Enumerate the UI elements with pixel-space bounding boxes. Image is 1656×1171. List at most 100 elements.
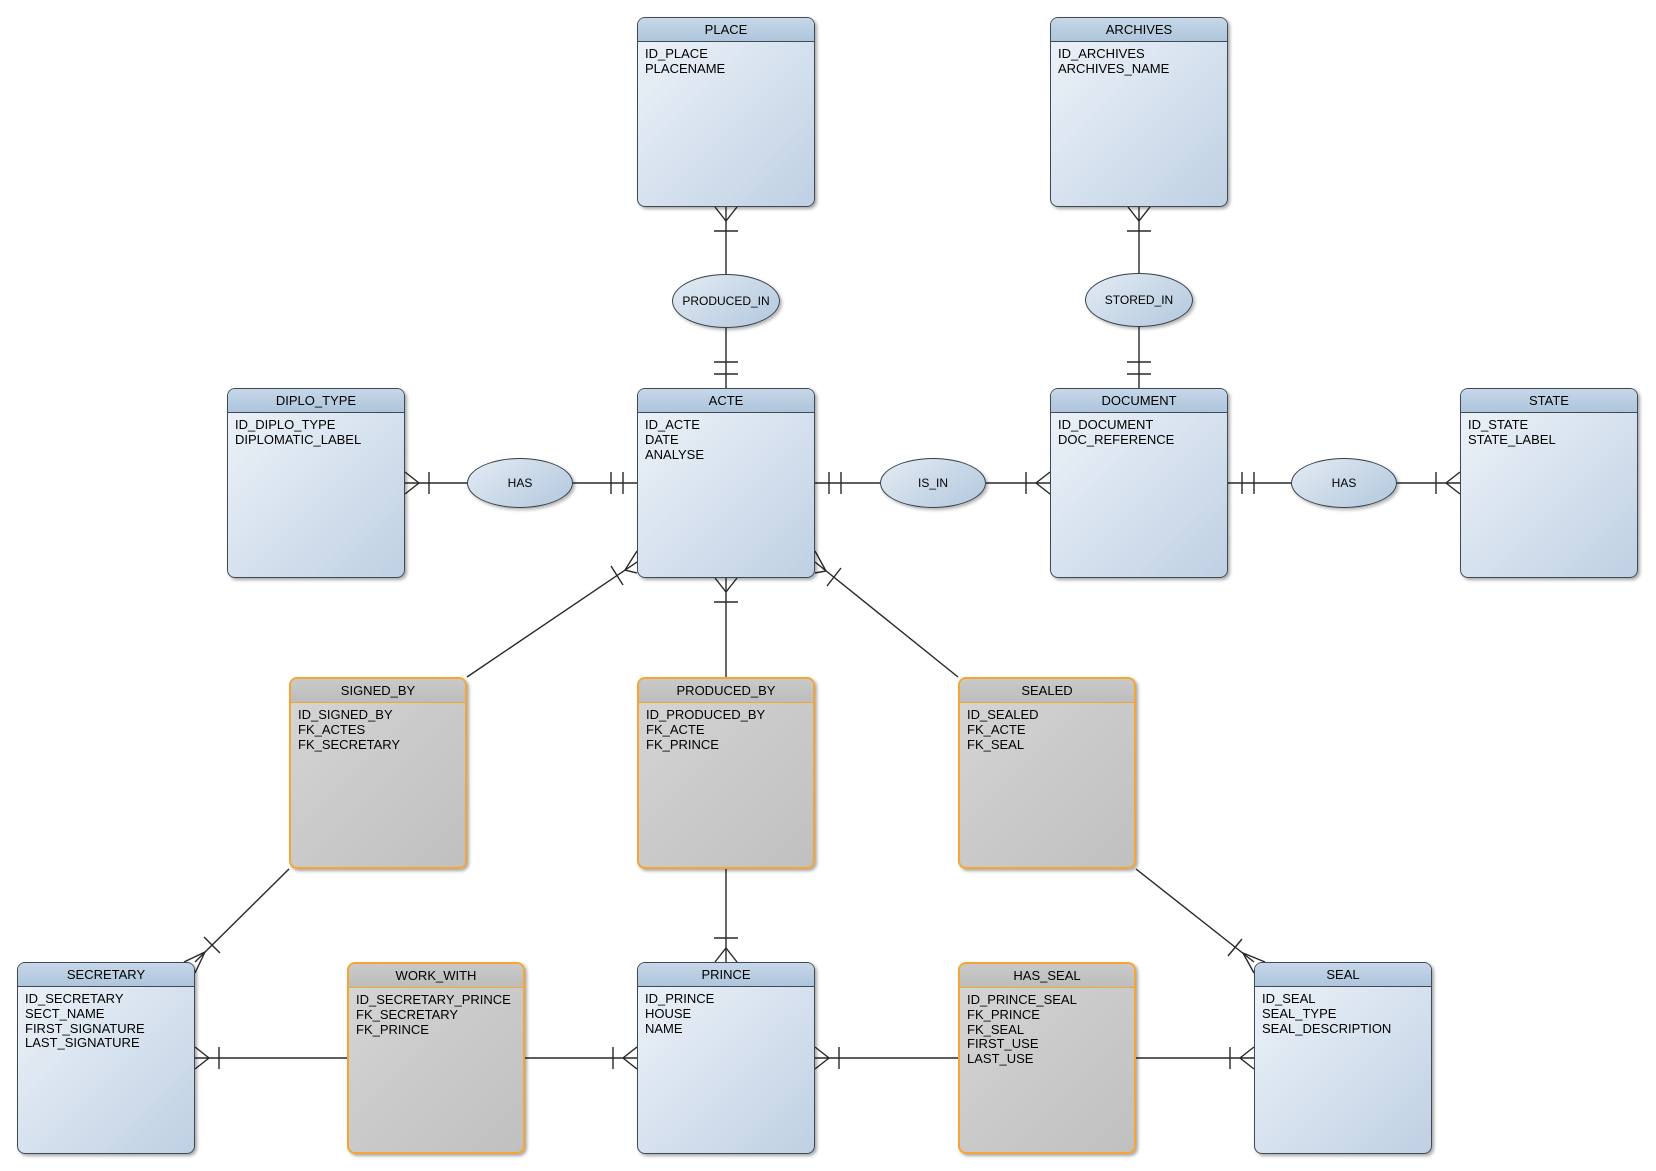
attribute: ID_DIPLO_TYPE — [235, 417, 336, 432]
connector-secretary-work-with — [194, 1046, 347, 1070]
attribute: ID_DOCUMENT — [1058, 417, 1154, 432]
connector-document-has — [1228, 472, 1291, 494]
junction-has-seal-title: HAS_SEAL — [960, 964, 1134, 988]
entity-place[interactable]: PLACE ID_PLACE PLACENAME — [637, 17, 815, 207]
connector-stored-in-document — [1127, 327, 1151, 388]
junction-signed-by-attributes: ID_SIGNED_BY FK_ACTES FK_SECRETARY — [291, 703, 465, 757]
attribute: ID_ARCHIVES — [1058, 46, 1145, 61]
entity-document-title: DOCUMENT — [1051, 389, 1227, 413]
attribute: FK_PRINCE — [356, 1021, 429, 1037]
connector-produced-in-acte — [714, 328, 738, 388]
entity-seal-title: SEAL — [1255, 963, 1431, 987]
attribute: FIRST_USE — [967, 1036, 1039, 1052]
attribute: FK_PRINCE — [646, 736, 719, 752]
entity-place-attributes: ID_PLACE PLACENAME — [638, 42, 814, 82]
connector-acte-is-in — [815, 472, 880, 494]
connector-produced-by-prince — [714, 869, 738, 963]
entity-prince-attributes: ID_PRINCE HOUSE NAME — [638, 987, 814, 1041]
attribute: HOUSE — [645, 1005, 692, 1021]
attribute: FK_SECRETARY — [298, 736, 401, 752]
junction-sealed-title: SEALED — [960, 679, 1134, 703]
attribute: FK_ACTES — [298, 721, 366, 737]
junction-sealed[interactable]: SEALED ID_SEALED FK_ACTE FK_SEAL — [958, 677, 1136, 869]
connector-is-in-document — [986, 471, 1051, 495]
junction-sealed-attributes: ID_SEALED FK_ACTE FK_SEAL — [960, 703, 1134, 757]
attribute: FK_ACTE — [967, 721, 1026, 737]
attribute: ID_SECRETARY — [25, 991, 124, 1006]
attribute: FK_SEAL — [967, 1021, 1025, 1037]
attribute: ARCHIVES_NAME — [1058, 60, 1170, 76]
connector-place-produced-in — [714, 206, 738, 274]
connector-work-with-prince — [525, 1046, 638, 1070]
attribute: DATE — [645, 431, 679, 447]
attribute: ID_PLACE — [645, 46, 708, 61]
attribute: ID_SEALED — [967, 707, 1039, 722]
relationship-is-in[interactable]: IS_IN — [880, 458, 986, 508]
connector-acte-signed-by — [466, 550, 638, 678]
attribute: DOC_REFERENCE — [1058, 431, 1175, 447]
entity-document[interactable]: DOCUMENT ID_DOCUMENT DOC_REFERENCE — [1050, 388, 1228, 578]
junction-signed-by-title: SIGNED_BY — [291, 679, 465, 703]
relationship-produced-in-label: PRODUCED_IN — [682, 294, 770, 308]
entity-archives-title: ARCHIVES — [1051, 18, 1227, 42]
junction-has-seal-attributes: ID_PRINCE_SEAL FK_PRINCE FK_SEAL FIRST_U… — [960, 988, 1134, 1072]
connector-acte-produced-by — [714, 577, 738, 677]
connector-signed-by-secretary — [183, 868, 290, 974]
entity-diplo-type[interactable]: DIPLO_TYPE ID_DIPLO_TYPE DIPLOMATIC_LABE… — [227, 388, 405, 578]
relationship-is-in-label: IS_IN — [917, 476, 948, 490]
attribute: LAST_SIGNATURE — [25, 1035, 140, 1051]
attribute: PLACENAME — [645, 60, 726, 76]
attribute: ID_PRINCE_SEAL — [967, 992, 1077, 1007]
entity-archives[interactable]: ARCHIVES ID_ARCHIVES ARCHIVES_NAME — [1050, 17, 1228, 207]
relationship-has-state[interactable]: HAS — [1291, 458, 1397, 508]
entity-secretary-title: SECRETARY — [18, 963, 194, 987]
relationship-has-diplo-label: HAS — [507, 476, 533, 490]
attribute: ANALYSE — [645, 446, 705, 462]
entity-diplo-type-title: DIPLO_TYPE — [228, 389, 404, 413]
attribute: FK_PRINCE — [967, 1006, 1040, 1022]
connector-acte-sealed — [814, 550, 959, 678]
relationship-has-diplo[interactable]: HAS — [467, 458, 573, 508]
entity-archives-attributes: ID_ARCHIVES ARCHIVES_NAME — [1051, 42, 1227, 82]
entity-diplo-type-attributes: ID_DIPLO_TYPE DIPLOMATIC_LABEL — [228, 413, 404, 453]
entity-state[interactable]: STATE ID_STATE STATE_LABEL — [1460, 388, 1638, 578]
attribute: SEAL_DESCRIPTION — [1262, 1020, 1392, 1036]
junction-work-with[interactable]: WORK_WITH ID_SECRETARY_PRINCE FK_SECRETA… — [347, 962, 525, 1154]
entity-acte[interactable]: ACTE ID_ACTE DATE ANALYSE — [637, 388, 815, 578]
entity-acte-attributes: ID_ACTE DATE ANALYSE — [638, 413, 814, 467]
connector-sealed-seal — [1135, 868, 1266, 974]
attribute: ID_SEAL — [1262, 991, 1316, 1006]
entity-place-title: PLACE — [638, 18, 814, 42]
junction-work-with-title: WORK_WITH — [349, 964, 523, 988]
entity-state-attributes: ID_STATE STATE_LABEL — [1461, 413, 1637, 453]
junction-produced-by[interactable]: PRODUCED_BY ID_PRODUCED_BY FK_ACTE FK_PR… — [637, 677, 815, 869]
attribute: FK_ACTE — [646, 721, 705, 737]
entity-acte-title: ACTE — [638, 389, 814, 413]
connector-has-state — [1397, 471, 1461, 495]
relationship-stored-in[interactable]: STORED_IN — [1085, 273, 1193, 327]
attribute: FK_SEAL — [967, 736, 1025, 752]
connector-prince-has-seal — [814, 1046, 958, 1070]
attribute: ID_SIGNED_BY — [298, 707, 393, 722]
attribute: ID_PRINCE — [645, 991, 715, 1006]
attribute: NAME — [645, 1020, 683, 1036]
junction-produced-by-title: PRODUCED_BY — [639, 679, 813, 703]
entity-secretary[interactable]: SECRETARY ID_SECRETARY SECT_NAME FIRST_S… — [17, 962, 195, 1154]
entity-seal[interactable]: SEAL ID_SEAL SEAL_TYPE SEAL_DESCRIPTION — [1254, 962, 1432, 1154]
entity-seal-attributes: ID_SEAL SEAL_TYPE SEAL_DESCRIPTION — [1255, 987, 1431, 1041]
junction-has-seal[interactable]: HAS_SEAL ID_PRINCE_SEAL FK_PRINCE FK_SEA… — [958, 962, 1136, 1154]
junction-signed-by[interactable]: SIGNED_BY ID_SIGNED_BY FK_ACTES FK_SECRE… — [289, 677, 467, 869]
connector-diplo-type-has — [404, 471, 467, 495]
junction-work-with-attributes: ID_SECRETARY_PRINCE FK_SECRETARY FK_PRIN… — [349, 988, 523, 1042]
attribute: ID_SECRETARY_PRINCE — [356, 992, 511, 1007]
entity-prince-title: PRINCE — [638, 963, 814, 987]
entity-prince[interactable]: PRINCE ID_PRINCE HOUSE NAME — [637, 962, 815, 1154]
connector-has-seal-seal — [1136, 1046, 1255, 1070]
attribute: LAST_USE — [967, 1051, 1034, 1067]
relationship-produced-in[interactable]: PRODUCED_IN — [672, 274, 780, 328]
junction-produced-by-attributes: ID_PRODUCED_BY FK_ACTE FK_PRINCE — [639, 703, 813, 757]
attribute: ID_STATE — [1468, 417, 1529, 432]
entity-secretary-attributes: ID_SECRETARY SECT_NAME FIRST_SIGNATURE L… — [18, 987, 194, 1056]
